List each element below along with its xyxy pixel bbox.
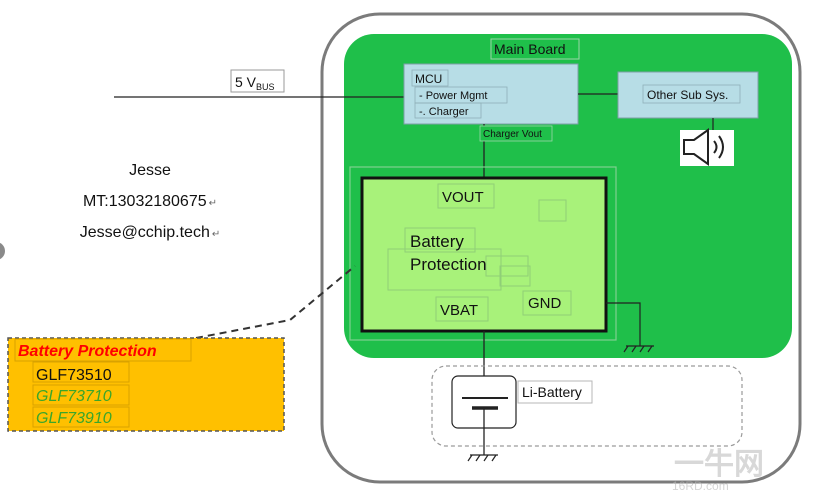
speaker-icon <box>680 118 734 166</box>
mcu-item-charger: -. Charger <box>419 106 469 118</box>
main-board-label: Main Board <box>494 41 566 57</box>
ground-symbol-board <box>623 345 654 353</box>
charger-vout-label: Charger Vout <box>483 129 542 140</box>
protection-title-line1: Battery <box>410 232 464 251</box>
mcu-block <box>403 63 579 125</box>
ground-symbol-battery <box>467 454 498 462</box>
return-mark: ↵ <box>211 229 221 240</box>
callout-title: Battery Protection <box>18 343 157 360</box>
vout-label: VOUT <box>442 189 484 206</box>
callout-part-2: GLF73710 <box>36 388 112 405</box>
battery-protection-block <box>360 176 608 333</box>
vbus-label: 5 VBUS <box>235 74 275 92</box>
battery-icon <box>451 375 517 455</box>
edge-dot <box>0 242 5 260</box>
battery-label: Li-Battery <box>522 384 582 400</box>
other-subsystem-block <box>617 71 759 119</box>
contact-email: Jesse@cchip.tech↵ <box>79 224 221 241</box>
watermark-sub: 16RD.com <box>672 479 729 493</box>
mcu-item-power-mgmt: - Power Mgmt <box>419 90 487 102</box>
vbat-label: VBAT <box>440 302 478 319</box>
other-subsystem-label: Other Sub Sys. <box>647 88 728 102</box>
callout-part-3: GLF73910 <box>36 410 112 427</box>
mcu-title: MCU <box>415 72 442 86</box>
return-mark: ↵ <box>208 198 218 209</box>
contact-phone: MT:13032180675↵ <box>82 193 218 210</box>
callout-part-1: GLF73510 <box>36 367 112 384</box>
battery-region <box>431 365 743 447</box>
watermark-main: 一牛网 <box>674 448 764 481</box>
protection-title-line2: Protection <box>410 255 487 274</box>
gnd-label: GND <box>528 295 562 312</box>
contact-name: Jesse <box>129 162 171 179</box>
